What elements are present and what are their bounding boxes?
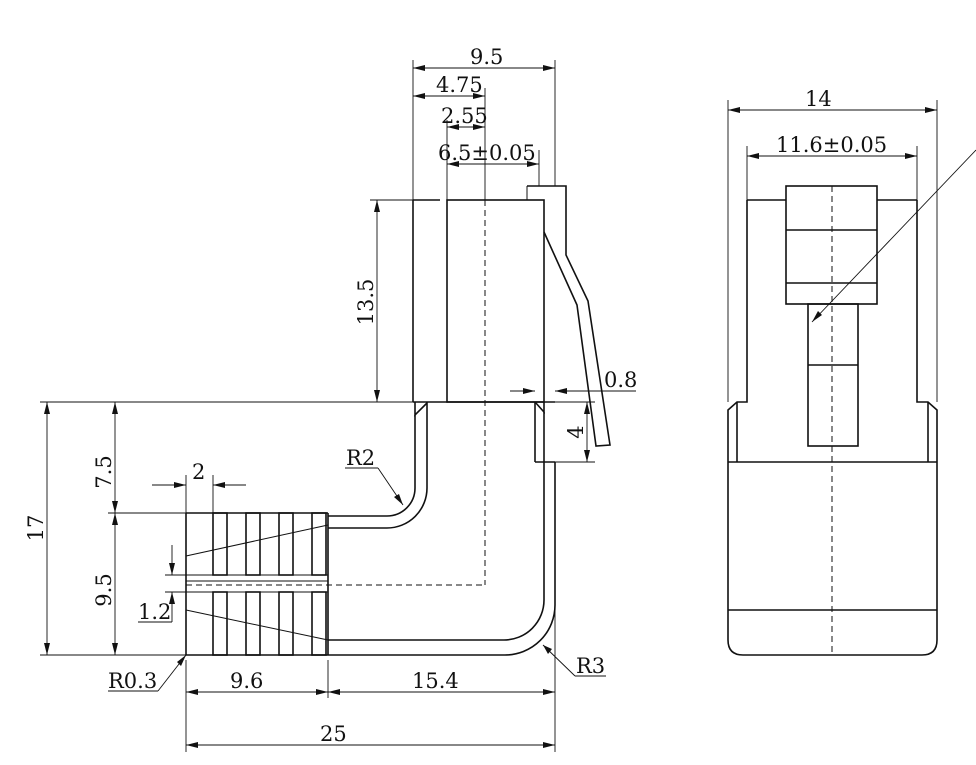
latch-arm [527,185,611,447]
dim-17: 17 [24,515,48,542]
dim-15-4: 15.4 [412,669,459,693]
dim-1-2: 1.2 [138,600,171,624]
dim-0-8: 0.8 [604,368,637,392]
dim-2: 2 [192,460,205,484]
dim-25: 25 [320,722,347,746]
radius-r3: R3 [576,654,605,678]
side-view [727,149,976,656]
dim-7-5: 7.5 [92,455,116,488]
dim-2-55: 2.55 [441,104,488,128]
dim-9-5-left: 9.5 [92,573,116,606]
side-dimensions: 14 11.6±0.05 [727,87,938,402]
dim-14: 14 [805,87,832,111]
dim-13-5: 13.5 [354,279,378,326]
dim-11-6: 11.6±0.05 [776,133,887,157]
latch-stem [807,303,859,447]
front-dimensions: 9.5 4.75 2.55 6.5±0.05 13.5 0.8 [24,45,637,752]
dim-9-6: 9.6 [230,669,263,693]
radius-r2: R2 [346,446,375,470]
radius-r0-3: R0.3 [108,669,157,693]
dim-4-75: 4.75 [436,73,483,97]
front-view [185,185,611,656]
upper-body [446,199,545,403]
dim-6-5: 6.5±0.05 [438,141,536,165]
dim-4: 4 [564,425,588,438]
dim-9-5-top: 9.5 [470,45,503,69]
